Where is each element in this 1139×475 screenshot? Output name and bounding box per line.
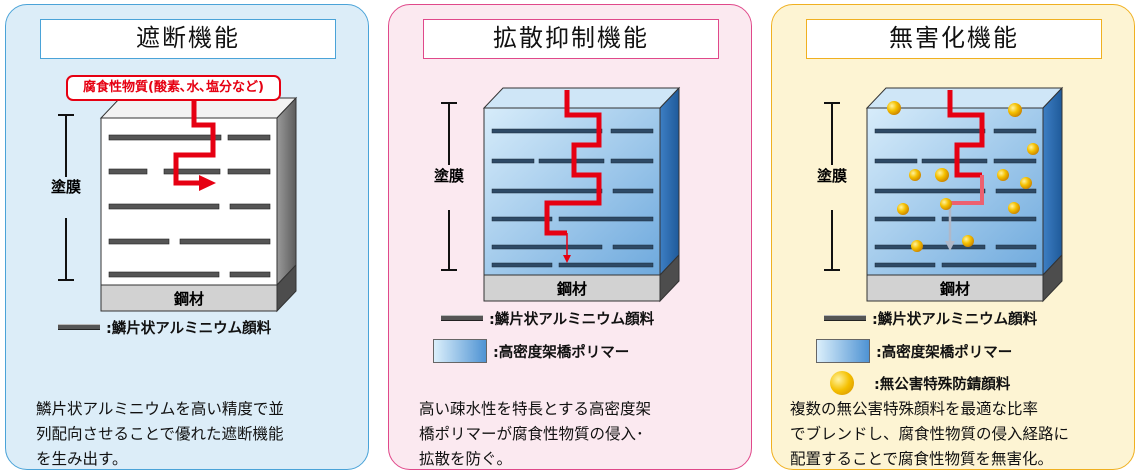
flake-line-icon [824,315,866,321]
pigment-dot-icon [830,371,854,395]
coating-thickness-bracket [824,102,840,271]
description-line: 配置することで腐食性物質を無害化。 [790,450,1054,468]
legend-polymer: :高密度架橋ポリマー [816,339,1012,363]
steel-substrate [483,274,661,302]
corrosive-path-arrow [947,90,985,243]
flake-line-icon [58,324,100,330]
panel-title: 拡散抑制機能 [423,19,719,59]
legend-text: :高密度架橋ポリマー [493,344,630,361]
coating-front-face [100,117,278,286]
description-line: でブレンドし、腐食性物質の侵入経路に [790,425,1070,443]
detoxification-diagram: 塗膜 鋼材 [817,86,1064,303]
legend-pigment: :無公害特殊防錆顔料 [816,371,1010,395]
arrow-head [945,241,955,251]
coating-thickness-bracket [58,114,74,281]
description: 複数の無公害特殊顔料を最適な比率 でブレンドし、腐食性物質の侵入経路に 配置する… [790,397,1130,472]
steel-substrate [100,284,278,312]
coating-side-face [659,86,680,277]
legend-text: :鱗片状アルミニウム顔料 [106,320,272,337]
polymer-box-icon [433,339,487,363]
coating-side-face [276,96,297,287]
substrate-label: 鋼材 [556,280,587,298]
blocking-diagram: 塗膜 鋼材 [51,91,298,313]
description-line: 鱗片状アルミニウムを高い精度で並 [36,400,284,418]
flake-line-icon [441,315,483,321]
coating-thickness-bracket [441,102,457,271]
description-line: 拡散を防ぐ。 [419,450,513,468]
arrow-head-right [199,175,216,191]
description: 鱗片状アルミニウムを高い精度で並 列配向させることで優れた遮断機能 を生み出す。 [36,397,346,472]
blocking-function-panel: 遮断機能 塗膜 [5,4,369,470]
substrate-label: 鋼材 [173,290,204,308]
legend-text: :鱗片状アルミニウム顔料 [872,311,1038,328]
panel-title: 無害化機能 [806,19,1102,59]
coating-top-face [482,87,681,109]
diffusion-suppression-panel: 拡散抑制機能 塗膜 [388,4,752,470]
steel-substrate [866,274,1044,302]
corrosive-substance-label: 腐食性物質(酸素､水､塩分など) [66,75,281,101]
description-line: 橋ポリマーが腐食性物質の侵入･ [419,425,644,443]
legend-flake: :鱗片状アルミニウム顔料 [441,306,654,330]
coating-side-face [1042,86,1063,277]
description: 高い疎水性を特長とする高密度架 橋ポリマーが腐食性物質の侵入･ 拡散を防ぐ。 [419,397,729,472]
polymer-box-icon [816,339,870,363]
anticorrosive-pigment-particles [887,101,1039,252]
legend-polymer: :高密度架橋ポリマー [433,339,629,363]
description-line: 複数の無公害特殊顔料を最適な比率 [790,400,1039,418]
diffusion-diagram: 塗膜 鋼材 [434,86,681,303]
coating-top-face [99,97,298,119]
corrosive-path-arrow [544,90,602,258]
description-line: を生み出す。 [36,450,128,468]
aluminum-flakes [108,134,271,278]
legend-text: :高密度架橋ポリマー [876,344,1013,361]
coating-label: 塗膜 [51,178,81,196]
detoxification-panel: 無害化機能 塗膜 [771,4,1135,470]
substrate-label: 鋼材 [939,280,970,298]
aluminum-flakes [874,128,1037,268]
coating-label: 塗膜 [434,167,464,185]
legend-flake: :鱗片状アルミニウム顔料 [58,315,271,339]
legend-flake: :鱗片状アルミニウム顔料 [824,306,1037,330]
legend-text: :鱗片状アルミニウム顔料 [489,311,655,328]
panel-title: 遮断機能 [40,19,336,59]
description-line: 高い疎水性を特長とする高密度架 [419,400,652,418]
arrow-head [563,255,571,263]
coating-label: 塗膜 [817,167,847,185]
description-line: 列配向させることで優れた遮断機能 [36,425,284,443]
legend-text: :無公害特殊防錆顔料 [874,376,1011,393]
